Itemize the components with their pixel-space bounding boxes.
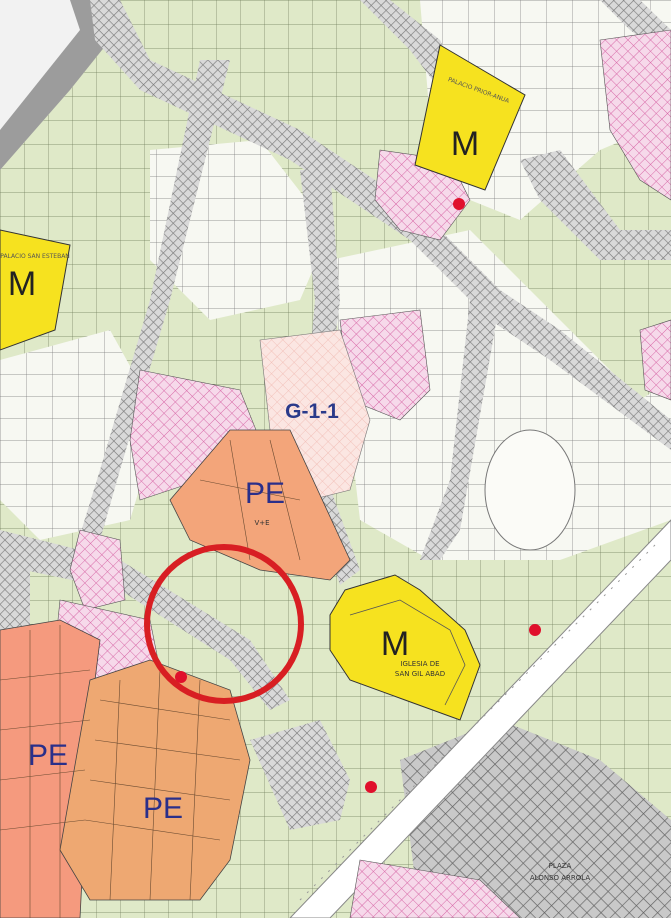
zone-label-g: G-1-1: [285, 400, 339, 423]
zone-label-m-left: M: [8, 265, 36, 303]
label-plaza-1: PLAZA: [549, 862, 572, 870]
marker-red[interactable]: [453, 198, 465, 210]
marker-red[interactable]: [365, 781, 377, 793]
zone-label-pe-left: PE: [28, 739, 68, 772]
m-zone-iglesia: [329, 574, 481, 721]
label-palacio-left: PALACIO SAN ESTEBAN: [0, 253, 70, 260]
m-zone-palacio-prior: [414, 44, 526, 191]
road-top-left-inner: [0, 0, 80, 130]
zone-label-m-iglesia: M: [381, 625, 409, 663]
highlight-circle: [144, 544, 304, 704]
parcel-block-west: [0, 330, 160, 540]
marker-red[interactable]: [529, 624, 541, 636]
zone-label-m-prior: M: [451, 125, 479, 163]
pe-parcel-lines: [0, 439, 301, 918]
zone-label-pe-center-sub: V+E: [254, 519, 269, 527]
zone-label-pe-bottom: PE: [143, 792, 183, 825]
label-iglesia-1: IGLESIA DE: [400, 660, 439, 668]
avenue: [289, 519, 671, 918]
iglesia-outline: [349, 599, 466, 706]
label-plaza-2: ALONSO ARROLA: [530, 874, 590, 882]
label-iglesia-2: SAN GIL ABAD: [395, 670, 445, 678]
m-zone-palacio-left: [0, 229, 71, 351]
pe-zone-center: [169, 429, 351, 581]
zone-label-pe-center: PE: [245, 477, 285, 510]
marker-red[interactable]: [175, 671, 187, 683]
cloister-outline: [484, 429, 576, 551]
